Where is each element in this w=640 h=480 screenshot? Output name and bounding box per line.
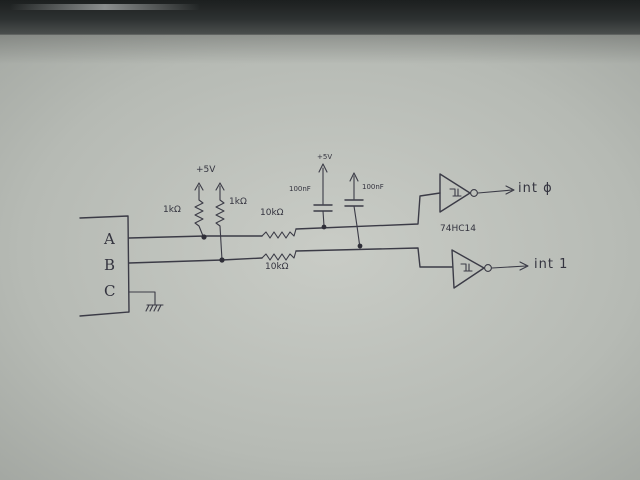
paper-shadow bbox=[0, 34, 640, 64]
junction-dot bbox=[321, 224, 327, 230]
ground-symbol-icon bbox=[128, 291, 164, 312]
wire-a bbox=[128, 192, 441, 239]
pullup-right-label: 1kΩ bbox=[229, 197, 247, 207]
series-bottom-label: 10kΩ bbox=[265, 262, 289, 272]
pullup-left-label: 1kΩ bbox=[163, 205, 181, 215]
desk-reflection bbox=[10, 4, 200, 10]
series-resistor-top-icon bbox=[261, 228, 297, 239]
cap-left-label: 100nF bbox=[289, 185, 311, 193]
series-top-label: 10kΩ bbox=[260, 208, 284, 218]
series-resistor-bottom-icon bbox=[261, 250, 297, 261]
output-top-label: int ϕ bbox=[518, 181, 553, 196]
pin-a-label: A bbox=[104, 230, 115, 248]
ic-part-label: 74HC14 bbox=[440, 224, 476, 234]
junction-dot bbox=[219, 257, 225, 263]
pin-c-label: C bbox=[104, 282, 116, 300]
pullup-resistor-left-icon bbox=[194, 182, 204, 237]
cap-supply-label: +5V bbox=[317, 153, 333, 161]
pullup-supply-label: +5V bbox=[196, 165, 216, 175]
capacitor-left-icon bbox=[313, 163, 333, 227]
output-bottom-label: int 1 bbox=[534, 257, 569, 272]
junction-dot bbox=[357, 243, 363, 249]
schmitt-inverter-top-icon bbox=[439, 173, 515, 213]
desk-edge bbox=[0, 0, 640, 35]
schmitt-inverter-bottom-icon bbox=[451, 249, 529, 289]
pullup-resistor-right-icon bbox=[215, 182, 225, 261]
cap-right-label: 100nF bbox=[362, 183, 384, 191]
pin-b-label: B bbox=[104, 256, 116, 274]
connector-outline bbox=[79, 215, 130, 317]
capacitor-right-icon bbox=[344, 172, 364, 249]
wire-b bbox=[128, 247, 453, 268]
junction-dot bbox=[201, 234, 207, 240]
